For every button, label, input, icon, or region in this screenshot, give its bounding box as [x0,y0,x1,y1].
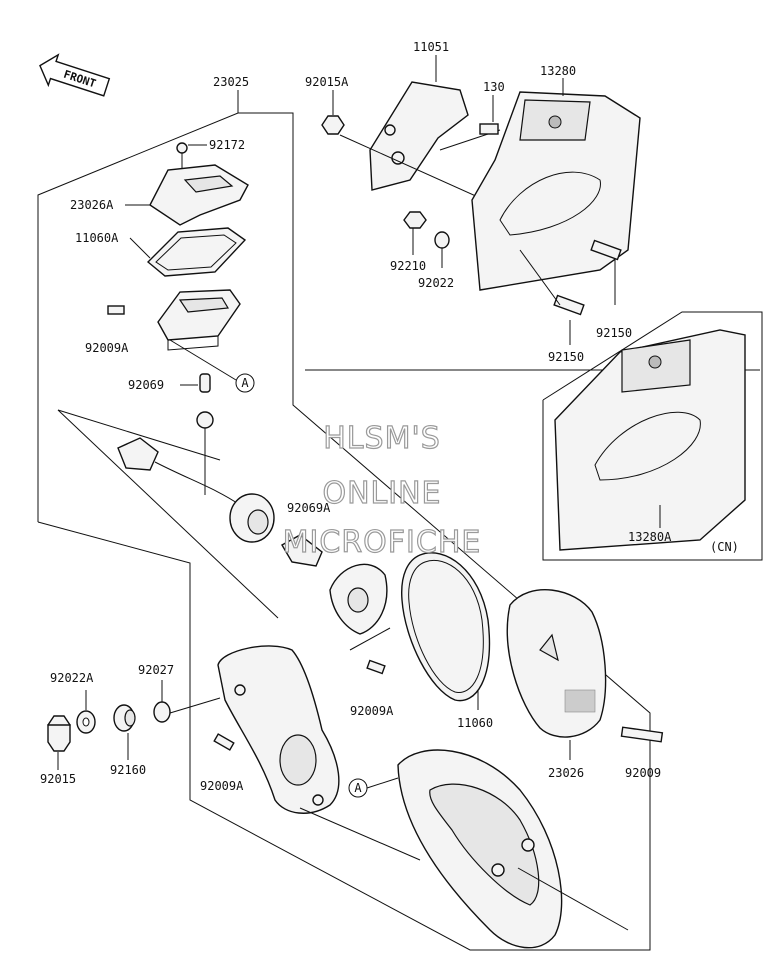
label-92172: 92172 [209,138,245,152]
label-13280: 13280 [540,64,576,78]
label-92015: 92015 [40,772,76,786]
gasket-11060A [146,227,247,277]
screw-92172 [176,142,188,168]
lamp-base [157,289,241,351]
lens-23026 [506,589,607,738]
bulb-92069A [281,534,323,567]
reflector [329,563,388,635]
grommet [229,493,275,543]
license-plate-13280 [471,91,641,291]
label-23025: 23025 [213,75,249,89]
collar-92027 [153,701,171,723]
label-11060A: 11060A [75,231,119,245]
socket-wire-harness [117,411,241,506]
label-92069: 92069 [128,378,164,392]
label-92027: 92027 [138,663,174,677]
bolt-92150-a [590,239,622,261]
nut-92015 [47,715,71,752]
label-92022: 92022 [418,276,454,290]
bulb-92069 [199,373,211,393]
label-92009: 92009 [625,766,661,780]
label-92160: 92160 [110,763,146,777]
license-bracket-11051 [369,81,469,191]
label-13280A: 13280A [628,530,672,544]
label-92069A: 92069A [287,501,331,515]
washer-92022 [434,231,450,249]
screw-92009A-middle [366,659,386,675]
label-23026: 23026 [548,766,584,780]
front-arrow-icon: FRONT [39,53,111,97]
screw-92009A-left [107,305,125,315]
label-11060: 11060 [457,716,493,730]
license-plate-13280A [554,329,746,551]
watermark-line-1: HLSM'S [323,421,441,456]
screw-92009A-bottom [213,733,235,751]
label-92009A-bottom: 92009A [200,779,244,793]
washer-92022A [76,710,96,734]
gasket-11060 [401,552,491,702]
label-92150-right: 92150 [596,326,632,340]
screw-92009 [620,726,664,743]
tail-lamp-housing [397,749,563,949]
cn-variant-frame [542,311,763,561]
nut-92015A [321,115,345,135]
label-92009A-middle: 92009A [350,704,394,718]
nut-92210 [403,211,427,229]
watermark-line-2: ONLINE [322,476,441,511]
label-23026A: 23026A [70,198,114,212]
bolt-130 [479,123,499,135]
label-92210: 92210 [390,259,426,273]
label-92009A-top: 92009A [85,341,129,355]
label-cn-variant: (CN) [710,540,739,554]
bolt-92150-b [553,294,585,316]
label-11051: 11051 [413,40,449,54]
mounting-bracket [217,645,340,814]
ref-marker-a-bottom: A [354,781,362,795]
label-92022A: 92022A [50,671,94,685]
watermark-line-3: MICROFICHE [283,525,482,560]
ref-marker-a-top: A [241,376,249,390]
assembly-frame [37,112,651,951]
label-92150-left: 92150 [548,350,584,364]
lens-cover-23026A [149,164,249,226]
watermark: HLSM'S ONLINE MICROFICHE [282,420,482,560]
label-92015A: 92015A [305,75,349,89]
label-130: 130 [483,80,505,94]
grommet-92160 [113,704,136,732]
